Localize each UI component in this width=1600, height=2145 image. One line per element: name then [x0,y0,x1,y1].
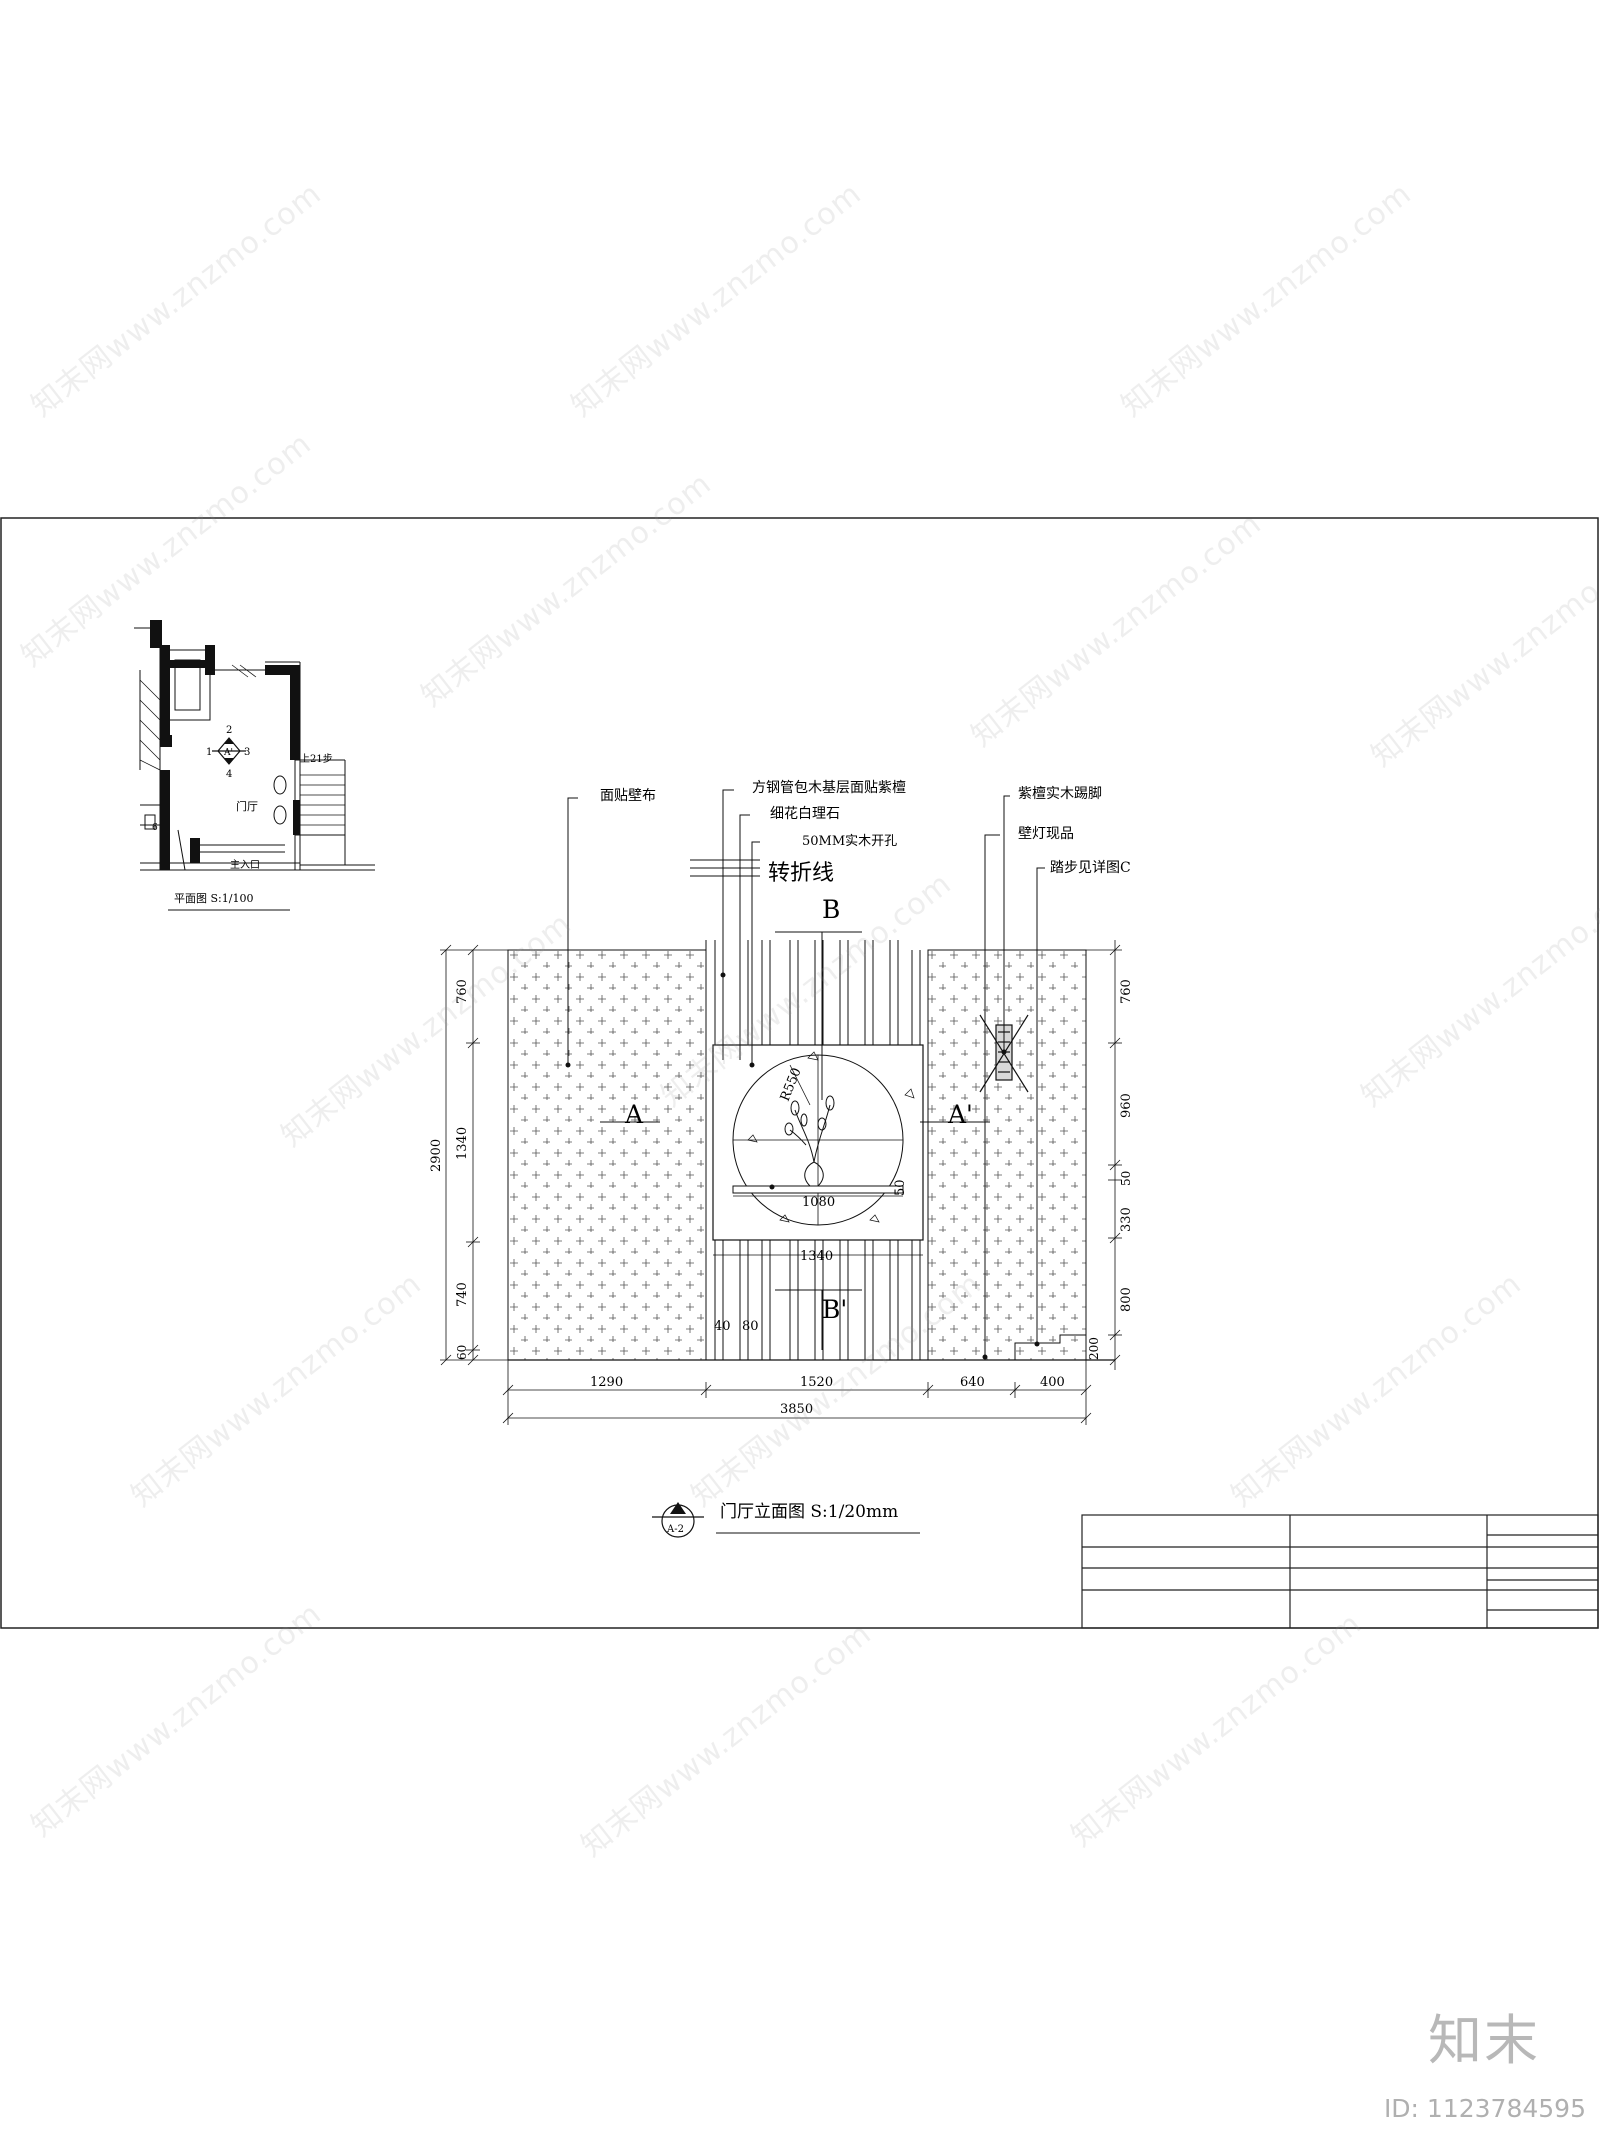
dim-right-50: 50 [1119,1171,1133,1186]
dim-chain-left [440,944,508,1366]
dim-right-200: 200 [1087,1337,1101,1360]
dim-inner-40: 40 [714,1319,731,1334]
section-label-b-prime: B' [822,1295,847,1324]
wall-panel-left [507,949,707,1361]
dim-inner-1080: 1080 [802,1195,835,1210]
callout-wall-lamp: 壁灯现品 [1018,826,1074,842]
callout-leaders [567,789,1045,1357]
image-id-label: ID: 1123784595 [1383,2094,1586,2123]
plan-marker-number-4: 4 [226,769,232,780]
plan-section-marker: A' [223,748,233,758]
callout-solid-wood: 50MM实木开孔 [802,834,897,849]
dim-inner-1340: 1340 [800,1249,833,1264]
elevation-title-marker-label: A-2 [666,1524,684,1535]
title-block [1081,1514,1599,1629]
plan-entrance-label: 主入口 [230,859,260,871]
brand-logo: 知末 [1428,2009,1540,2072]
drawing-frame [0,517,1599,1629]
callout-skirting: 紫檀实木踢脚 [1018,785,1102,802]
dim-left-1340: 1340 [455,1127,470,1160]
callout-fold-line: 转折线 [768,861,834,886]
plan-marker-number-2: 2 [226,725,232,736]
dim-left-760: 760 [455,979,470,1004]
dim-left-total: 2900 [429,1139,444,1172]
dim-right-760: 760 [1119,979,1134,1004]
step-outline [1014,1334,1086,1360]
floor-plan: A' 1 2 3 4 门厅 上21步 主入口 6 平面图 S:1/100 [134,620,375,911]
dim-right-800: 800 [1119,1287,1134,1312]
elevation-title: 门厅立面图 S:1/20mm [720,1502,898,1522]
dim-bottom-1290: 1290 [590,1375,623,1390]
plan-room-label: 门厅 [236,799,258,813]
dim-bottom-400: 400 [1040,1375,1065,1390]
callout-step-detail: 踏步见详图C [1050,860,1131,876]
dim-bottom-1520: 1520 [800,1375,833,1390]
dim-bottom-640: 640 [960,1375,985,1390]
wall-panel-right [927,949,1087,1361]
niche-shelf [732,1185,904,1194]
dim-left-740: 740 [455,1282,470,1307]
dim-inner-80: 80 [742,1319,759,1334]
plan-caption: 平面图 S:1/100 [174,892,253,905]
plan-small-number: 6 [152,823,158,833]
vase-decoration [784,1095,835,1187]
callout-wall-fabric: 面贴壁布 [600,788,656,804]
section-label-b: B [822,895,840,924]
dim-chain-bottom [502,1360,1092,1425]
section-label-a-prime: A' [947,1100,973,1129]
callout-marble: 细花白理石 [770,806,840,822]
dim-left-60: 60 [455,1345,469,1360]
section-label-a: A [624,1100,644,1129]
plan-marker-number-1: 1 [206,747,212,758]
plan-marker-number-3: 3 [244,747,250,758]
dim-inner-50: 50 [893,1179,908,1196]
callout-steel-tube: 方钢管包木基层面贴紫檀 [752,779,906,796]
dim-right-960: 960 [1119,1093,1134,1118]
dim-bottom-total: 3850 [780,1402,813,1417]
dim-chain-right [1086,940,1122,1370]
dim-right-330: 330 [1119,1207,1134,1232]
plan-stair-label: 上21步 [300,753,333,765]
elevation-drawing: 面贴壁布 方钢管包木基层面贴紫檀 细花白理石 50MM实木开孔 转折线 紫檀实木… [429,779,1134,1538]
